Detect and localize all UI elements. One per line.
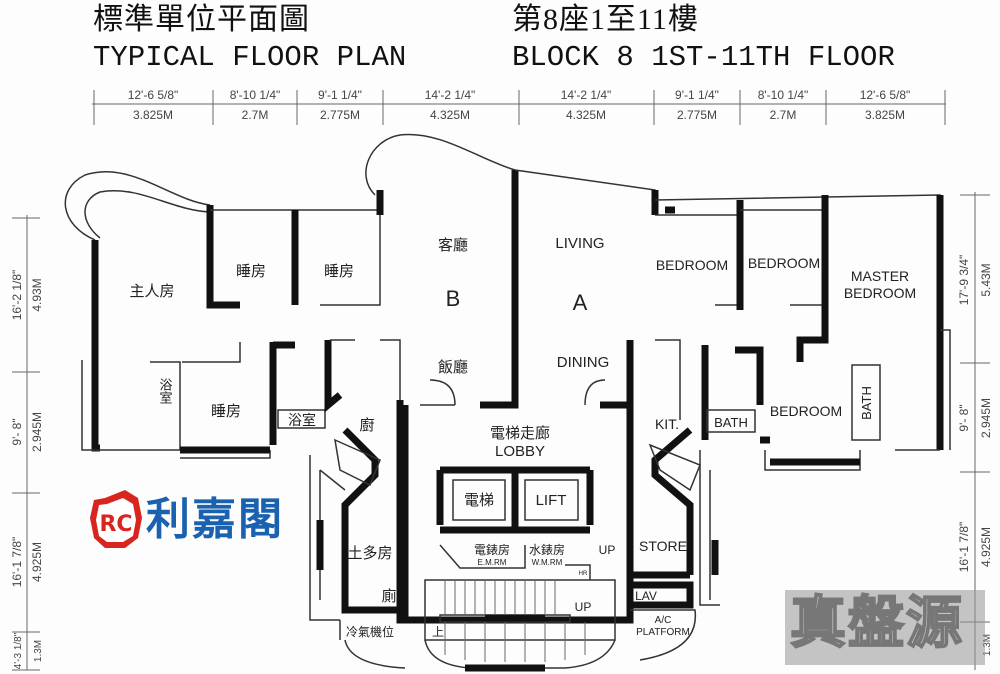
dim-top-4-metric: 4.325M [430, 108, 470, 122]
dim-right-1-metric: 5.43M [979, 263, 993, 296]
dim-left-4-metric: 1.3M [33, 640, 44, 662]
unit-a-labels: LIVING A DINING BEDROOM BEDROOM MASTER B… [555, 235, 916, 638]
dim-top-7-imperial: 8'-10 1/4" [758, 88, 809, 102]
left-dimension-line: 16'-2 1/8" 4.93M 9'- 8" 2.945M 16'-1 7/8… [10, 215, 44, 671]
watermark-text: 真盤源 [789, 591, 964, 656]
dim-right-1-imperial: 17'-9 3/4" [957, 255, 971, 306]
lift-cn: 電梯 [464, 491, 494, 509]
dim-left-3-metric: 4.925M [30, 542, 44, 582]
room-dining-a: DINING [557, 354, 610, 371]
room-bathroom-b-2: 浴室 [288, 412, 316, 429]
room-master-bedroom-b: 主人房 [129, 282, 174, 300]
dim-top-4-imperial: 14'-2 1/4" [425, 88, 476, 102]
up-label-1: UP [599, 543, 616, 557]
dim-left-2-imperial: 9'- 8" [10, 418, 24, 445]
room-lav-a: LAV [635, 589, 657, 603]
dim-left-2-metric: 2.945M [30, 412, 44, 452]
block-en: BLOCK 8 1ST-11TH FLOOR [512, 41, 895, 74]
room-dining-b: 飯廳 [438, 358, 468, 376]
dim-left-3-imperial: 16'-1 7/8" [10, 537, 24, 588]
lobby-en: LOBBY [495, 443, 545, 460]
wm-room-cn: 水錶房 [529, 542, 565, 557]
dim-top-6-imperial: 9'-1 1/4" [675, 88, 719, 102]
room-store-b: 土多房 [347, 544, 392, 562]
dim-top-7-metric: 2.7M [770, 108, 797, 122]
block-cn: 第8座1至11樓 [512, 3, 699, 36]
lobby-cn: 電梯走廊 [490, 424, 550, 442]
lift-en: LIFT [536, 492, 567, 509]
core-labels: 電梯走廊 LOBBY 電梯 LIFT 電錶房 E.M.RM 水錶房 W.M.RM… [464, 424, 615, 614]
dim-top-2-imperial: 8'-10 1/4" [230, 88, 281, 102]
dim-right-3-imperial: 16'-1 7/8" [957, 522, 971, 573]
dim-top-8-metric: 3.825M [865, 108, 905, 122]
room-bedroom-b-2: 睡房 [324, 262, 354, 280]
ac-platform-a-line1: A/C [655, 615, 672, 626]
room-bedroom-a-3: BEDROOM [770, 403, 842, 419]
room-bedroom-a-2: BEDROOM [748, 255, 820, 271]
dim-top-5-metric: 4.325M [566, 108, 606, 122]
dim-left-1-imperial: 16'-2 1/8" [10, 270, 24, 321]
unit-letter-b: B [446, 286, 461, 311]
title-cn: 標準單位平面圖 [93, 3, 310, 36]
room-bath-a-2: BATH [859, 386, 874, 420]
dim-top-1-imperial: 12'-6 5/8" [128, 88, 179, 102]
rc-logo-icon: RC [90, 490, 142, 548]
dim-right-3-metric: 4.925M [979, 527, 993, 567]
em-room-cn: 電錶房 [474, 542, 510, 557]
wm-room-en: W.M.RM [532, 558, 563, 567]
ac-platform-b: 冷氣機位 [346, 624, 394, 639]
dim-top-3-metric: 2.775M [320, 108, 360, 122]
room-bath-a-1: BATH [714, 415, 748, 430]
dim-left-1-metric: 4.93M [30, 278, 44, 311]
dim-top-8-imperial: 12'-6 5/8" [860, 88, 911, 102]
room-master-bedroom-a-line2: BEDROOM [844, 285, 916, 301]
core-walls [401, 400, 634, 672]
unit-b-walls [64, 133, 519, 669]
hr-label: HR [579, 571, 588, 577]
room-living-b: 客廳 [438, 236, 468, 254]
room-bedroom-b-1: 睡房 [236, 262, 266, 280]
room-bedroom-b-3: 睡房 [211, 402, 241, 420]
dim-right-2-metric: 2.945M [979, 398, 993, 438]
up-label-2: UP [575, 600, 592, 614]
dim-right-4-metric: 1.3M [982, 634, 993, 656]
brand-logo-text: 利嘉閣 [146, 494, 284, 545]
dim-top-5-imperial: 14'-2 1/4" [561, 88, 612, 102]
room-kitchen-b: 廚 [359, 416, 374, 434]
dim-top-6-metric: 2.775M [677, 108, 717, 122]
dim-top-1-metric: 3.825M [133, 108, 173, 122]
room-bedroom-a-1: BEDROOM [656, 257, 728, 273]
watermark-background [785, 590, 985, 665]
unit-letter-a: A [573, 290, 588, 315]
room-lavatory-b: 廁 [381, 587, 396, 605]
top-dimension-line: 12'-6 5/8" 3.825M 8'-10 1/4" 2.7M 9'-1 1… [92, 88, 946, 125]
em-room-en: E.M.RM [478, 558, 507, 567]
room-master-bedroom-a-line1: MASTER [851, 268, 909, 284]
room-bathroom-b-1: 浴室 [157, 378, 173, 404]
title-en: TYPICAL FLOOR PLAN [93, 41, 407, 74]
dim-top-3-imperial: 9'-1 1/4" [318, 88, 362, 102]
ac-platform-a-line2: PLATFORM [636, 627, 690, 638]
dim-top-2-metric: 2.7M [242, 108, 269, 122]
room-store-a: STORE [639, 538, 687, 554]
stair-up-label: 上 [432, 625, 444, 639]
room-kitchen-a: KIT. [655, 416, 679, 432]
unit-b-labels: 主人房 睡房 睡房 客廳 B 飯廳 浴室 睡房 浴室 廚 土多房 廁 冷氣機位 … [129, 236, 468, 639]
dim-left-4-imperial: 4'-3 1/8" [13, 632, 24, 669]
room-living-a: LIVING [555, 235, 604, 252]
dim-right-2-imperial: 9'- 8" [957, 404, 971, 431]
logo-mark: RC [99, 512, 132, 537]
unit-a-walls [514, 169, 951, 661]
